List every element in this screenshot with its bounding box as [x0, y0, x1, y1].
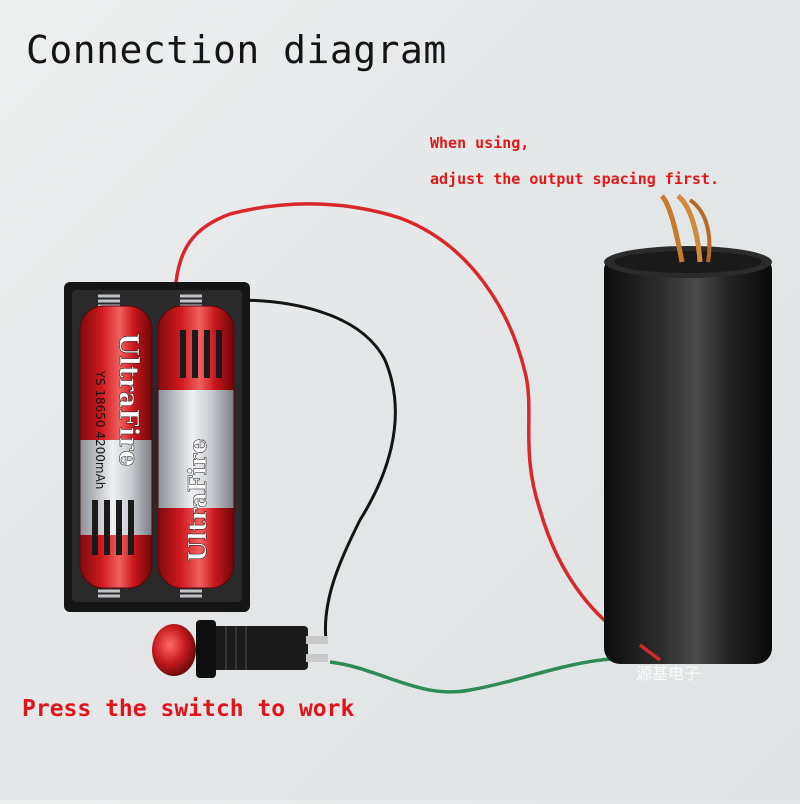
push-switch [152, 620, 328, 678]
usage-note-line1: When using, [430, 134, 530, 152]
switch-instruction: Press the switch to work [22, 696, 355, 722]
watermark: 源基电子 [636, 664, 701, 683]
usage-note-line2: adjust the output spacing first. [430, 170, 719, 188]
switch-button-cap [152, 624, 196, 676]
green-wire [329, 656, 661, 694]
battery-brand-right: UltraFire [183, 438, 212, 561]
battery-cell-right: UltraFire [157, 305, 235, 589]
diagram-title: Connection diagram [26, 28, 447, 72]
battery-model-left: YS 18650 4200mAh [93, 370, 107, 490]
battery-cell-left: UltraFire YS 18650 4200mAh [79, 305, 153, 589]
red-wire [174, 202, 641, 647]
high-voltage-module [604, 194, 772, 664]
black-wire [235, 298, 397, 641]
battery-brand-left: UltraFire [113, 333, 143, 467]
battery-holder: UltraFire YS 18650 4200mAh UltraFire [64, 282, 250, 612]
